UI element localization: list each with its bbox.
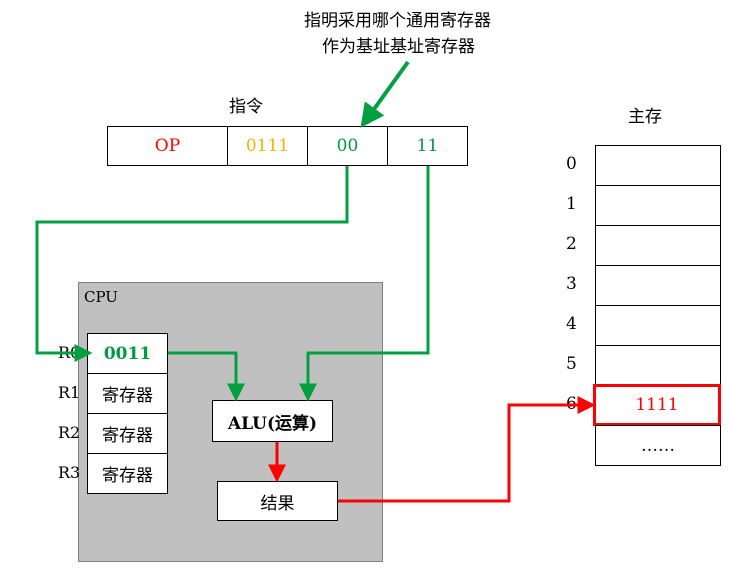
alu-label: ALU(运算)	[227, 413, 318, 434]
memory-cell-6-content: 1111	[635, 395, 679, 415]
memory-cell-6-highlighted: 1111	[593, 384, 721, 426]
memory-cell-ellipsis: ……	[595, 425, 721, 466]
memory-cell-ellipsis-content: ……	[641, 435, 675, 456]
memory-cell-2	[595, 225, 721, 266]
register-r3-value: 寄存器	[102, 466, 153, 486]
register-name-r0: R0	[58, 343, 81, 362]
instruction-field-offset-text: 11	[416, 136, 439, 156]
memory-address-4: 4	[566, 314, 577, 334]
result-label: 结果	[260, 493, 295, 514]
alu-box: ALU(运算)	[212, 400, 333, 442]
register-r2-value: 寄存器	[102, 426, 153, 446]
memory-address-3: 3	[566, 274, 577, 294]
memory-address-0: 0	[566, 154, 577, 174]
register-r3: 寄存器	[87, 453, 168, 494]
cpu-label: CPU	[84, 288, 118, 306]
instruction-field-op-text: OP	[154, 136, 181, 156]
memory-address-6: 6	[566, 394, 577, 414]
memory-address-1: 1	[566, 194, 577, 214]
register-r1: 寄存器	[87, 373, 168, 414]
annotation-arrow	[360, 60, 410, 128]
register-name-r1: R1	[58, 383, 81, 402]
register-name-r3: R3	[58, 463, 81, 482]
instruction-field-index-text: 0111	[245, 136, 290, 156]
instruction-field-register-text: 00	[336, 136, 359, 156]
instruction-label: 指令	[229, 97, 263, 117]
instruction-field-offset: 11	[387, 126, 468, 166]
memory-label: 主存	[628, 107, 662, 127]
register-r0-value: 0011	[103, 343, 152, 364]
memory-address-5: 5	[566, 354, 577, 374]
memory-address-2: 2	[566, 234, 577, 254]
instruction-field-op: OP	[107, 126, 228, 166]
memory-cell-3	[595, 265, 721, 306]
instruction-field-index: 0111	[227, 126, 308, 166]
register-r2: 寄存器	[87, 413, 168, 454]
register-r1-value: 寄存器	[102, 386, 153, 406]
memory-cell-4	[595, 305, 721, 346]
annotation-line-2: 作为基址基址寄存器	[322, 37, 475, 57]
memory-cell-1	[595, 185, 721, 226]
result-box: 结果	[217, 481, 338, 521]
register-r0: 0011	[87, 333, 168, 374]
memory-cell-0	[595, 145, 721, 186]
instruction-field-register: 00	[307, 126, 388, 166]
register-name-r2: R2	[58, 423, 81, 442]
memory-cell-5	[595, 345, 721, 386]
annotation-line-1: 指明采用哪个通用寄存器	[304, 11, 491, 31]
